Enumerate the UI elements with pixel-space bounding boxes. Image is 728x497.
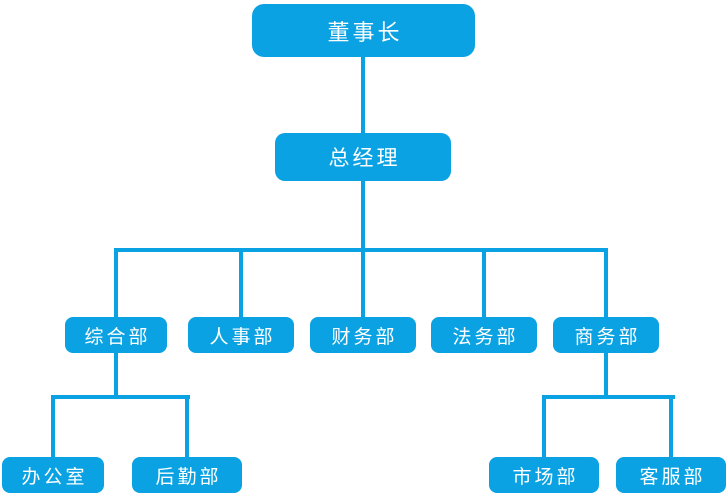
node-business-dept: 商务部 bbox=[553, 317, 659, 353]
connector-bar-to-business bbox=[604, 248, 608, 319]
connector-chairman-to-gm bbox=[361, 55, 365, 135]
node-legal-dept: 法务部 bbox=[431, 317, 537, 353]
connector-bar-to-legal bbox=[482, 248, 486, 319]
connector-subbar-to-office bbox=[51, 395, 55, 459]
connector-bar-to-hr bbox=[239, 248, 243, 319]
connector-gm-to-bar bbox=[361, 179, 365, 250]
connector-bar-to-finance bbox=[361, 248, 365, 319]
connector-business-subbar bbox=[542, 395, 675, 399]
node-chairman: 董事长 bbox=[252, 4, 475, 57]
connector-bar-to-general-affairs bbox=[114, 248, 118, 319]
connector-subbar-to-customer-service bbox=[669, 395, 673, 459]
node-office: 办公室 bbox=[2, 457, 104, 493]
node-marketing-dept: 市场部 bbox=[489, 457, 599, 493]
node-finance-dept: 财务部 bbox=[310, 317, 416, 353]
node-logistics-dept: 后勤部 bbox=[132, 457, 242, 493]
node-customer-service-dept: 客服部 bbox=[616, 457, 726, 493]
connector-general-affairs-to-subbar bbox=[114, 351, 118, 399]
connector-general-affairs-subbar bbox=[51, 395, 190, 399]
connector-subbar-to-logistics bbox=[185, 395, 189, 459]
node-general-manager: 总经理 bbox=[275, 133, 451, 181]
node-hr-dept: 人事部 bbox=[188, 317, 294, 353]
node-general-affairs-dept: 综合部 bbox=[65, 317, 167, 353]
connector-business-to-subbar bbox=[604, 351, 608, 399]
connector-subbar-to-marketing bbox=[542, 395, 546, 459]
